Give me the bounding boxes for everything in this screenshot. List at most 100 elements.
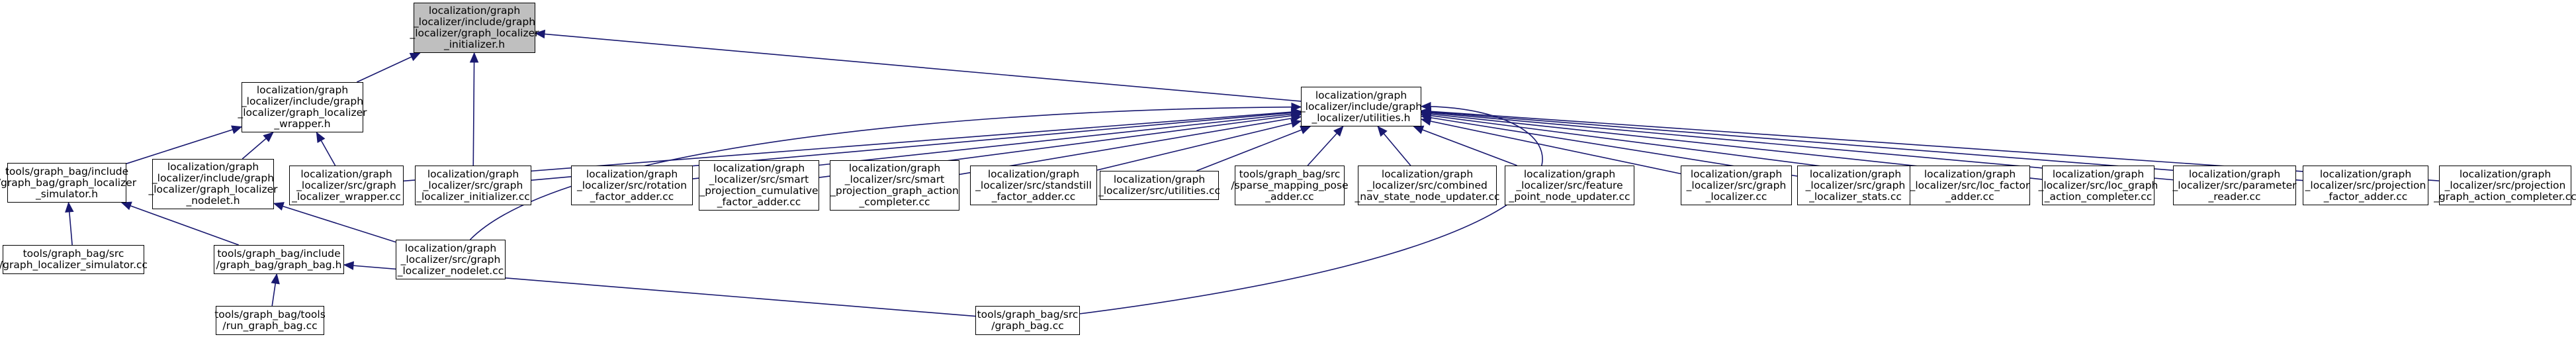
node-combined-nav-state-node-updater-cc[interactable]: localization/graph _localizer/src/combin…: [1355, 166, 1500, 205]
node-line: localization/graph: [256, 84, 349, 96]
node-line: _localizer/utilities.h: [1311, 111, 1411, 124]
edge-wrapper_cc-to-utilities_h: [403, 111, 1302, 182]
node-line: _adder.cc: [1945, 190, 1994, 203]
node-smart-projection-cumulative-factor-adder-cc[interactable]: localization/graph _localizer/src/smart …: [699, 160, 819, 211]
node-loc-factor-adder-cc[interactable]: localization/graph _localizer/src/loc_fa…: [1910, 166, 2030, 205]
node-line: tools/graph_bag/src: [977, 309, 1079, 320]
node-graph-localizer-wrapper-h[interactable]: localization/graph _localizer/include/gr…: [238, 82, 367, 132]
arrowhead: [271, 273, 280, 285]
arrowhead: [469, 52, 479, 63]
node-projection-graph-action-completer-cc[interactable]: localization/graph _localizer/src/projec…: [2434, 166, 2576, 205]
node-utilities-cc[interactable]: localization/graph _localizer/src/utilit…: [1098, 171, 1221, 200]
node-line: localization/graph: [987, 168, 1080, 180]
node-standstill-factor-adder-cc[interactable]: localization/graph _localizer/src/stands…: [970, 166, 1097, 205]
arrowhead: [273, 202, 285, 211]
node-parameter-reader-cc[interactable]: localization/graph _localizer/src/parame…: [2172, 166, 2297, 205]
node-line: _localizer_nodelet.cc: [397, 264, 504, 277]
node-line: _localizer_initializer.cc: [416, 190, 530, 203]
node-line: _factor_adder.cc: [717, 196, 801, 208]
node-line: localization/graph: [848, 162, 941, 174]
arrowhead: [1290, 119, 1302, 128]
node-line: _localizer.cc: [1705, 190, 1767, 203]
node-line: _simulator.h: [35, 187, 99, 200]
node-projection-factor-adder-cc[interactable]: localization/graph _localizer/src/projec…: [2303, 166, 2428, 205]
node-line: _localizer/src/graph: [400, 253, 501, 266]
node-line: _localizer/src/graph: [1686, 179, 1787, 191]
node-line: localization/graph: [1315, 89, 1407, 101]
node-graph-localizer-simulator-h[interactable]: tools/graph_bag/include /graph_bag/graph…: [0, 163, 136, 203]
edge-graph_bag_h-to-simulator_h: [121, 202, 239, 246]
node-line: _localizer/src/projection: [2444, 179, 2566, 191]
node-graph-bag-h[interactable]: tools/graph_bag/include /graph_bag/graph…: [214, 245, 344, 274]
edge-proj_factor_cc-to-utilities_h: [1421, 111, 2303, 181]
node-graph-localizer-nodelet-cc[interactable]: localization/graph _localizer/src/graph …: [396, 240, 506, 279]
node-graph-localizer-simulator-cc[interactable]: tools/graph_bag/src /graph_localizer_sim…: [0, 245, 148, 274]
node-line: tools/graph_bag/include: [5, 165, 129, 177]
node-line: _localizer/include/graph: [1300, 100, 1423, 113]
node-line: localization/graph: [1690, 168, 1783, 180]
arrowhead: [231, 125, 243, 134]
edge-utilities_cc-to-utilities_h: [1196, 126, 1311, 171]
node-line: /graph_localizer_simulator.cc: [0, 259, 148, 271]
node-line: _localizer/graph_localizer: [148, 183, 278, 195]
node-smart-projection-graph-action-completer-cc[interactable]: localization/graph _localizer/src/smart …: [830, 160, 959, 211]
node-line: _reader.cc: [2208, 190, 2261, 203]
edge-wrapper_h-to-initializer_h: [356, 52, 421, 83]
node-graph-bag-cc[interactable]: tools/graph_bag/src /graph_bag.cc: [975, 306, 1080, 335]
node-line: /graph_bag/graph_bag.h: [216, 259, 342, 271]
node-rotation-factor-adder-cc[interactable]: localization/graph _localizer/src/rotati…: [571, 166, 693, 205]
node-line: _localizer/include/graph: [241, 95, 364, 107]
node-line: localization/graph: [2188, 168, 2281, 180]
node-line: _localizer/src/combined: [1367, 179, 1488, 191]
node-feature-point-node-updater-cc[interactable]: localization/graph _localizer/src/featur…: [1505, 166, 1634, 205]
arrowhead: [1420, 101, 1431, 111]
node-graph-localizer-cc[interactable]: localization/graph _localizer/src/graph …: [1681, 166, 1792, 205]
arrowhead: [65, 201, 74, 213]
node-line: localization/graph: [2319, 168, 2412, 180]
node-line: _localizer/src/graph: [423, 179, 523, 191]
node-run-graph-bag-cc[interactable]: tools/graph_bag/tools /run_graph_bag.cc: [214, 306, 326, 335]
arrowhead: [409, 52, 421, 62]
node-graph-localizer-nodelet-h[interactable]: localization/graph _localizer/include/gr…: [148, 159, 278, 209]
node-line: localization/graph: [1809, 168, 1902, 180]
node-line: _projection_graph_action: [830, 185, 959, 197]
node-line: localization/graph: [167, 161, 259, 173]
node-line: _localizer/include/graph: [413, 16, 536, 28]
node-line: _action_completer.cc: [2044, 190, 2153, 203]
node-line: /run_graph_bag.cc: [222, 320, 318, 332]
node-line: localization/graph: [300, 168, 392, 180]
node-line: localization/graph: [1113, 173, 1206, 185]
node-sparse-mapping-pose-adder-cc[interactable]: tools/graph_bag/src /sparse_mapping_pose…: [1231, 166, 1349, 205]
node-graph-localizer-stats-cc[interactable]: localization/graph _localizer/src/graph …: [1797, 166, 1914, 205]
node-line: _localizer/src/smart: [844, 173, 945, 185]
node-line: tools/graph_bag/src: [22, 248, 124, 260]
node-line: _factor_adder.cc: [590, 190, 674, 203]
node-line: _localizer/src/loc_factor: [1910, 179, 2030, 191]
node-line: localization/graph: [1523, 168, 1616, 180]
node-line: _localizer/src/utilities.cc: [1098, 185, 1221, 197]
node-line: _wrapper.h: [274, 118, 331, 130]
node-line: _point_node_updater.cc: [1509, 190, 1630, 203]
node-utilities-h[interactable]: localization/graph _localizer/include/gr…: [1300, 87, 1423, 126]
arrowhead: [1333, 126, 1344, 137]
arrowhead: [1377, 126, 1388, 137]
node-graph-localizer-initializer-cc[interactable]: localization/graph _localizer/src/graph …: [415, 166, 531, 205]
node-line: localization/graph: [2052, 168, 2145, 180]
node-line: localization/graph: [1924, 168, 2016, 180]
edge-initializer_cc-to-initializer_h: [472, 52, 475, 166]
node-line: _localizer/graph_localizer: [238, 107, 367, 119]
node-line: _localizer/src/graph: [296, 179, 396, 191]
node-line: _localizer/src/graph: [1805, 179, 1906, 191]
node-line: _localizer/src/feature: [1516, 179, 1623, 191]
edge-utilities_h-to-initializer_h: [535, 32, 1302, 102]
node-line: _localizer/src/loc_graph: [2038, 179, 2158, 191]
node-line: localization/graph: [404, 242, 497, 254]
edge-nodelet_cc-to-nodelet_h: [273, 203, 396, 243]
node-line: _localizer_stats.cc: [1809, 190, 1902, 203]
node-graph-localizer-wrapper-cc[interactable]: localization/graph _localizer/src/graph …: [289, 166, 404, 205]
node-line: localization/graph: [586, 168, 678, 180]
node-line: _factor_adder.cc: [991, 190, 1076, 203]
node-line: _nodelet.h: [186, 195, 240, 207]
node-line: _initializer.h: [443, 38, 506, 50]
node-loc-graph-action-completer-cc[interactable]: localization/graph _localizer/src/loc_gr…: [2039, 166, 2158, 205]
